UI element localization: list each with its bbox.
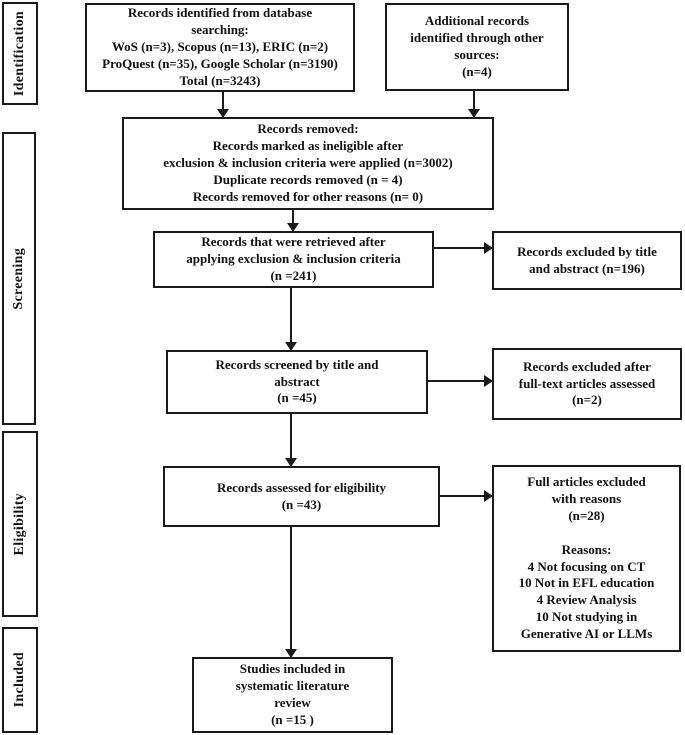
box-records-removed: Records removed: Records marked as ineli… [122,117,494,210]
stage-label-identification-text: Identification [12,10,27,97]
stage-label-identification: Identification [2,2,38,105]
box-records-identified-database: Records identified from database searchi… [85,3,355,92]
box-studies-included: Studies included in systematic literatur… [192,657,393,733]
arrow-assessed-to-included [290,527,292,657]
box-records-screened-text: Records screened by title and abstract (… [215,356,379,406]
box-records-screened: Records screened by title and abstract (… [166,350,428,414]
arrow-retrieved-to-excluded-title [434,247,492,249]
stage-label-screening: Screening [2,132,36,425]
stage-label-included-text: Included [12,652,27,708]
arrow-screened-to-assessed [290,414,292,466]
arrow-screened-to-excluded-fulltext [428,380,492,382]
box-additional-records-text: Additional records identified through ot… [410,13,544,79]
stage-label-eligibility: Eligibility [2,431,38,617]
box-records-assessed-text: Records assessed for eligibility (n =43) [216,479,387,512]
box-records-assessed: Records assessed for eligibility (n =43) [163,466,440,527]
box-full-articles-excluded: Full articles excluded with reasons (n=2… [492,465,681,652]
box-records-identified-database-text: Records identified from database searchi… [102,5,338,88]
arrow-retrieved-to-screened [290,288,292,350]
box-records-removed-text: Records removed: Records marked as ineli… [163,121,453,204]
box-excluded-fulltext: Records excluded after full-text article… [492,348,682,420]
box-excluded-title-abstract-text: Records excluded by title and abstract (… [517,243,657,276]
box-studies-included-text: Studies included in systematic literatur… [235,661,350,727]
box-additional-records: Additional records identified through ot… [385,3,569,91]
arrow-assessed-to-full-excluded [440,495,492,497]
arrow-additional-to-removed [473,91,475,117]
arrow-removed-to-retrieved [292,210,294,231]
arrow-database-to-removed [222,92,224,117]
box-excluded-title-abstract: Records excluded by title and abstract (… [492,231,682,290]
stage-label-screening-text: Screening [11,247,26,310]
stage-label-eligibility-text: Eligibility [12,492,27,556]
stage-label-included: Included [2,627,38,733]
box-records-retrieved-text: Records that were retrieved after applyi… [186,234,401,283]
box-records-retrieved: Records that were retrieved after applyi… [153,231,434,288]
box-full-articles-excluded-text: Full articles excluded with reasons (n=2… [518,474,655,642]
box-excluded-fulltext-text: Records excluded after full-text article… [518,358,656,408]
